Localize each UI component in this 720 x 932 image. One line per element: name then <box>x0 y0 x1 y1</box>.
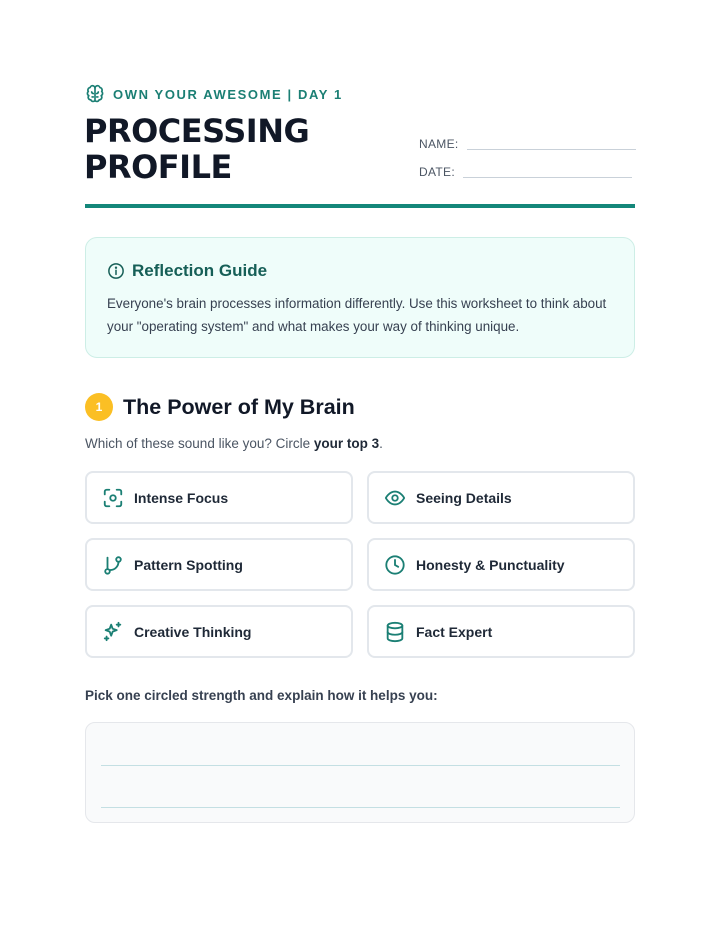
name-line[interactable] <box>466 149 636 150</box>
section-prompt: Which of these sound like you? Circle yo… <box>85 436 383 451</box>
date-line[interactable] <box>462 177 632 178</box>
strength-label: Fact Expert <box>416 623 493 640</box>
writing-line <box>101 765 620 766</box>
guide-header: Reflection Guide <box>107 261 612 281</box>
page-title: PROCESSING PROFILE <box>84 112 310 186</box>
prompt-prefix: Which of these sound like you? Circle <box>85 436 314 451</box>
writing-line <box>101 807 620 808</box>
strength-card-creative-thinking[interactable]: Creative Thinking <box>85 605 353 658</box>
guide-title: Reflection Guide <box>132 261 268 280</box>
brain-icon <box>85 84 105 104</box>
name-field-row: NAME: <box>419 137 636 151</box>
kicker-text: OWN YOUR AWESOME | DAY 1 <box>113 86 343 102</box>
info-icon <box>107 262 125 280</box>
database-icon <box>384 621 406 643</box>
eye-icon <box>384 487 406 509</box>
clock-icon <box>384 554 406 576</box>
answer-box[interactable] <box>85 722 635 823</box>
section-header: 1 The Power of My Brain <box>85 393 355 421</box>
strength-card-intense-focus[interactable]: Intense Focus <box>85 471 353 524</box>
strength-label: Seeing Details <box>416 489 512 506</box>
section-number-badge: 1 <box>85 393 113 421</box>
section-title: The Power of My Brain <box>123 394 355 419</box>
date-field-row: DATE: <box>419 165 632 179</box>
strength-label: Creative Thinking <box>134 623 252 640</box>
header-divider <box>85 204 635 208</box>
prompt-bold: your top 3 <box>313 436 380 451</box>
strength-card-pattern-spotting[interactable]: Pattern Spotting <box>85 538 353 591</box>
reflection-guide: Reflection Guide Everyone's brain proces… <box>85 237 635 358</box>
name-label: NAME: <box>419 137 459 151</box>
strength-label: Intense Focus <box>134 489 229 506</box>
prompt-suffix: . <box>379 436 383 451</box>
date-label: DATE: <box>419 165 455 179</box>
strength-card-fact-expert[interactable]: Fact Expert <box>367 605 635 658</box>
strength-card-seeing-details[interactable]: Seeing Details <box>367 471 635 524</box>
guide-body: Everyone's brain processes information d… <box>107 296 607 334</box>
strength-label: Honesty & Punctuality <box>416 556 565 573</box>
focus-target-icon <box>102 487 124 509</box>
branch-icon <box>102 554 124 576</box>
strength-card-honesty-punctuality[interactable]: Honesty & Punctuality <box>367 538 635 591</box>
kicker: OWN YOUR AWESOME | DAY 1 <box>85 84 343 104</box>
title-line-1: PROCESSING <box>84 112 310 150</box>
reflection-prompt: Pick one circled strength and explain ho… <box>85 688 438 703</box>
title-line-2: PROFILE <box>84 148 232 186</box>
sparkles-icon <box>102 621 124 643</box>
strength-label: Pattern Spotting <box>134 556 243 573</box>
